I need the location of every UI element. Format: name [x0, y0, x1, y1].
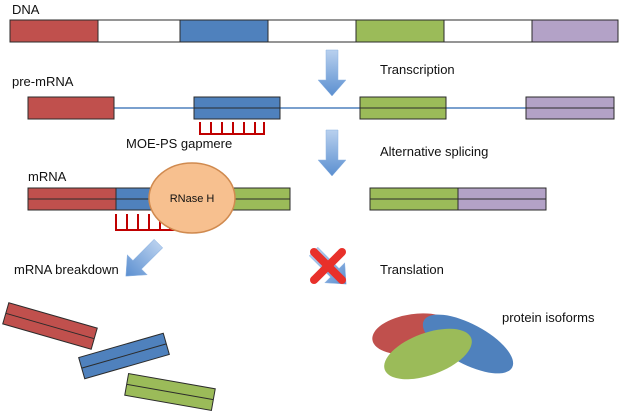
dna-exon-red [9, 19, 99, 43]
dna-exon-green [355, 19, 445, 43]
rnase-h-label: RNase H [170, 193, 215, 205]
transcription-arrow-icon [317, 49, 347, 97]
degraded-fragment-green [124, 372, 216, 412]
mrna-gapmer-comb-icon [115, 214, 181, 231]
degraded-fragment-blue [78, 332, 170, 380]
gapmer-comb-icon [199, 122, 265, 135]
isoforms-label: protein isoforms [502, 310, 595, 325]
alt-splicing-label: Alternative splicing [380, 144, 488, 159]
fragment-red-midline [5, 312, 95, 340]
dna-exon-blue [179, 19, 269, 43]
dna-exon-purple [531, 19, 619, 43]
translation-label: Translation [380, 262, 444, 277]
blocked-cross-icon [310, 248, 346, 284]
breakdown-arrow-icon [125, 239, 163, 277]
dna-label: DNA [12, 2, 40, 17]
rnase-h-enzyme [148, 162, 236, 234]
cross-stroke-b [310, 248, 346, 284]
splicing-arrow-icon [317, 129, 347, 177]
dna-strand [9, 19, 619, 43]
dna-intron-2 [267, 19, 357, 43]
fragment-green-midline [126, 383, 214, 401]
pre-mrna-label: pre-mRNA [12, 74, 74, 89]
mrna-label: mRNA [28, 169, 67, 184]
breakdown-label: mRNA breakdown [14, 262, 119, 277]
protein-green [384, 328, 472, 380]
transcription-label: Transcription [380, 62, 455, 77]
dna-intron-1 [97, 19, 181, 43]
fragment-blue-midline [81, 343, 167, 369]
degraded-fragment-red [2, 302, 98, 350]
pre-mrna-strand [27, 96, 615, 120]
protein-isoforms-cluster [372, 313, 514, 380]
mrna-right-strand [369, 187, 547, 211]
dna-intron-3 [443, 19, 533, 43]
pre-mrna-exon-red [27, 96, 115, 120]
gapmer-label: MOE-PS gapmere [126, 136, 232, 151]
